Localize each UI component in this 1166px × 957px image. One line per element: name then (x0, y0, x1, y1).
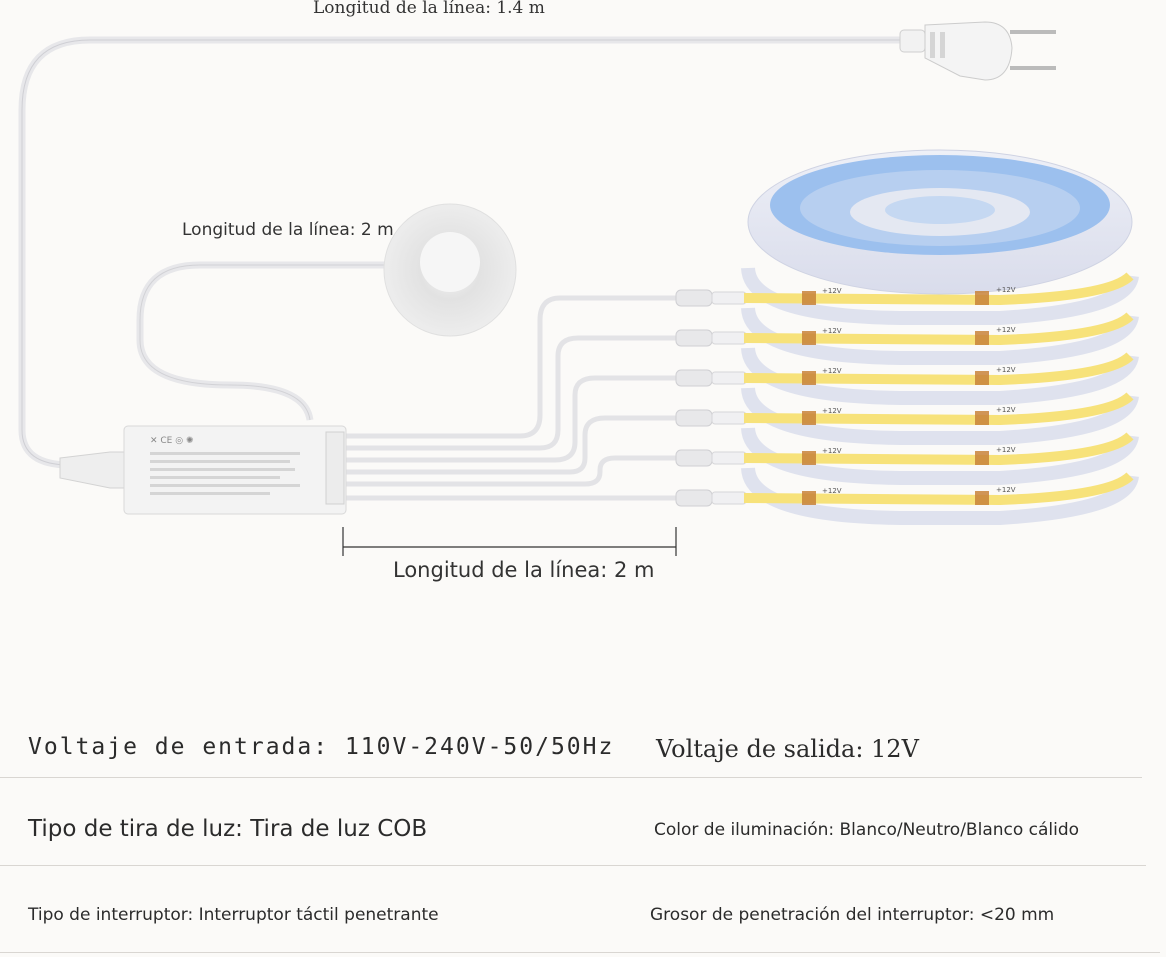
strip-connector-sleeve (711, 491, 747, 505)
power-cord-length-label: Longitud de la línea: 1.4 m (313, 0, 545, 18)
copper-pad (975, 291, 989, 305)
power-plug (899, 21, 1056, 81)
sensor-cord (136, 261, 385, 421)
copper-pad (802, 451, 816, 465)
spec-divider (0, 777, 1142, 778)
controller-box: ✕ CE ◎ ✺ (59, 425, 347, 515)
strip-connector (675, 409, 713, 427)
strip-connector-sleeve (711, 411, 747, 425)
spec-divider (0, 952, 1160, 953)
cob-strip (743, 272, 1134, 306)
copper-pad (975, 411, 989, 425)
strip-connector (675, 449, 713, 467)
copper-pad (802, 371, 816, 385)
strip-connector (675, 289, 713, 307)
led-reel (747, 149, 1133, 295)
cob-strip (743, 432, 1134, 466)
output-wires (345, 295, 680, 501)
touch-sensor (383, 203, 517, 337)
strip-type-spec: Tipo de tira de luz: Tira de luz COB (28, 816, 428, 842)
strip-connector-sleeve (711, 291, 747, 305)
polarity-label: +12V (996, 446, 1016, 454)
polarity-label: +12V (822, 327, 842, 335)
cob-strip (743, 392, 1134, 426)
switch-depth-spec: Grosor de penetración del interruptor: <… (650, 905, 1055, 925)
spec-divider (0, 865, 1146, 866)
light-color-spec: Color de iluminación: Blanco/Neutro/Blan… (654, 820, 1080, 840)
led-strips: +12V +12V +12V +12V +12V +12V +12V +12V +12V +12V… (675, 266, 1139, 525)
polarity-label: +12V (822, 367, 842, 375)
output-voltage-spec: Voltaje de salida: 12V (656, 735, 919, 763)
copper-pad (802, 291, 816, 305)
polarity-label: +12V (996, 326, 1016, 334)
cob-strip (743, 312, 1134, 346)
polarity-label: +12V (996, 486, 1016, 494)
svg-text:✕ CE ◎ ✺: ✕ CE ◎ ✺ (150, 436, 194, 446)
cob-strip (743, 352, 1134, 386)
copper-pad (975, 491, 989, 505)
polarity-label: +12V (822, 287, 842, 295)
polarity-label: +12V (996, 406, 1016, 414)
copper-pad (975, 371, 989, 385)
dimension-bracket (342, 527, 677, 556)
output-cord-length-label: Longitud de la línea: 2 m (393, 558, 655, 582)
polarity-label: +12V (822, 447, 842, 455)
strip-connector-sleeve (711, 331, 747, 345)
copper-pad (802, 331, 816, 345)
strip-connector-sleeve (711, 371, 747, 385)
switch-type-spec: Tipo de interruptor: Interruptor táctil … (28, 905, 439, 925)
cob-strip (743, 472, 1134, 506)
polarity-label: +12V (996, 286, 1016, 294)
polarity-label: +12V (822, 487, 842, 495)
copper-pad (975, 331, 989, 345)
input-voltage-spec: Voltaje de entrada: 110V-240V-50/50Hz (28, 734, 615, 760)
copper-pad (802, 491, 816, 505)
polarity-label: +12V (822, 407, 842, 415)
strip-connector-sleeve (711, 451, 747, 465)
strip-connector (675, 369, 713, 387)
sensor-cord-length-label: Longitud de la línea: 2 m (182, 220, 394, 240)
copper-pad (802, 411, 816, 425)
polarity-label: +12V (996, 366, 1016, 374)
copper-pad (975, 451, 989, 465)
strip-connector (675, 329, 713, 347)
product-diagram: ✕ CE ◎ ✺ +12V+12V+12V+12V+12V+12V+12V+12… (18, 21, 1139, 556)
strip-connector (675, 489, 713, 507)
